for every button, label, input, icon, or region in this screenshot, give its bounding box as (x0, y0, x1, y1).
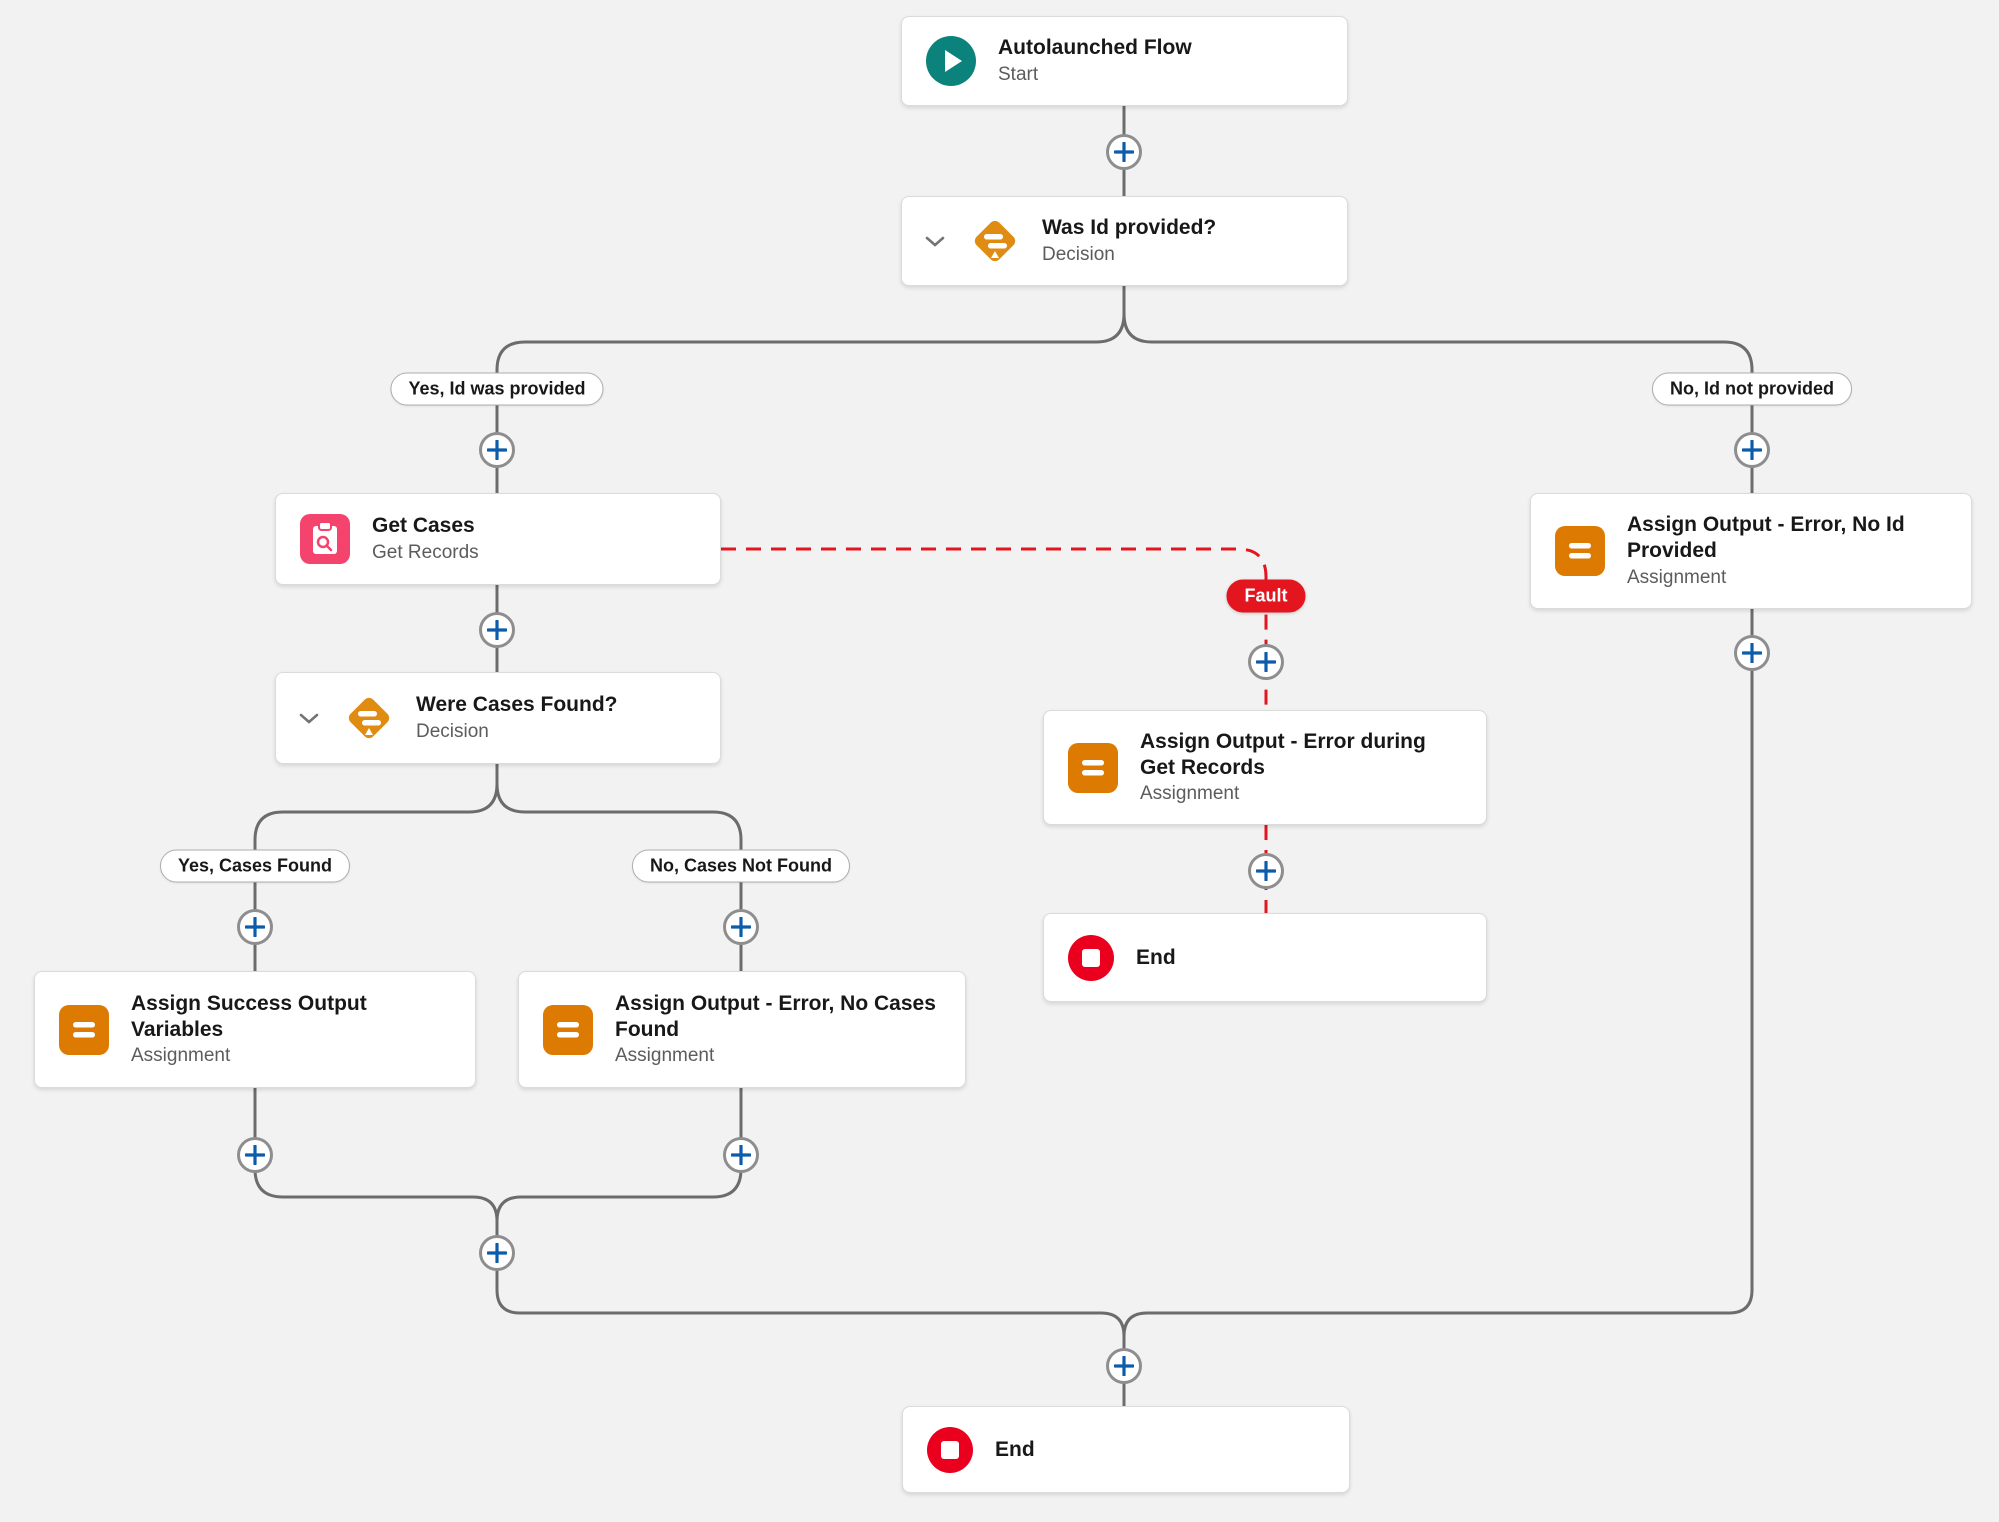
connector-rightbranch-to-end (1122, 609, 1754, 1337)
flow-node-start[interactable]: Autolaunched Flow Start (901, 16, 1348, 106)
node-title: Assign Output - Error during Get Records (1140, 729, 1426, 779)
node-subtitle: Decision (1042, 243, 1115, 265)
node-subtitle: Get Records (372, 541, 479, 563)
connector-merge-left (253, 1088, 499, 1222)
node-subtitle: Start (998, 63, 1039, 85)
plus-icon (731, 1145, 751, 1165)
branch-label-no-id-not-provided: No, Id not provided (1652, 372, 1852, 406)
branch-label-yes-id-provided: Yes, Id was provided (390, 372, 604, 406)
end-icon (1068, 934, 1114, 981)
node-title: End (995, 1437, 1035, 1461)
collapse-toggle[interactable] (296, 713, 322, 724)
branch-label-yes-cases-found: Yes, Cases Found (159, 849, 351, 883)
connector-split-right (1122, 286, 1754, 376)
node-subtitle: Assignment (615, 1045, 715, 1067)
plus-icon (1114, 1356, 1134, 1376)
chevron-down-icon (299, 713, 319, 724)
add-element-button[interactable] (723, 909, 759, 945)
plus-icon (487, 440, 507, 460)
flow-node-end-fault[interactable]: End (1043, 913, 1487, 1002)
flow-node-end-main[interactable]: End (902, 1406, 1350, 1493)
assignment-icon (543, 1004, 593, 1055)
add-element-button[interactable] (237, 1137, 273, 1173)
node-title: Assign Output - Error, No Id Provided (1627, 513, 1905, 563)
play-icon (926, 36, 976, 86)
add-element-button[interactable] (723, 1137, 759, 1173)
node-title: Were Cases Found? (416, 693, 618, 717)
flow-node-get-cases[interactable]: Get Cases Get Records (275, 493, 721, 585)
flow-node-assign-error-no-cases[interactable]: Assign Output - Error, No Cases Found As… (518, 971, 966, 1088)
flow-node-was-id-provided[interactable]: Was Id provided? Decision (901, 196, 1348, 286)
plus-icon (245, 1145, 265, 1165)
connector-merge-right (495, 1088, 743, 1222)
node-title: Assign Success Output Variables (131, 991, 367, 1041)
node-subtitle: Assignment (1140, 783, 1240, 805)
branch-label-no-cases-not-found: No, Cases Not Found (631, 849, 851, 883)
node-title: Get Cases (372, 514, 475, 538)
decision-icon (338, 687, 400, 749)
plus-icon (487, 1243, 507, 1263)
plus-icon (1256, 652, 1276, 672)
connector-split2-left (253, 764, 499, 852)
flow-node-assign-error-no-id[interactable]: Assign Output - Error, No Id Provided As… (1530, 493, 1972, 609)
fault-label: Fault (1226, 579, 1306, 613)
node-title: Was Id provided? (1042, 216, 1217, 240)
plus-icon (731, 917, 751, 937)
assignment-icon (1068, 742, 1118, 793)
node-subtitle: Decision (416, 720, 489, 742)
plus-icon (1114, 142, 1134, 162)
node-subtitle: Assignment (1627, 566, 1727, 588)
add-element-button[interactable] (479, 612, 515, 648)
flow-node-assign-success[interactable]: Assign Success Output Variables Assignme… (34, 971, 476, 1088)
collapse-toggle[interactable] (922, 236, 948, 247)
plus-icon (487, 620, 507, 640)
get-records-icon (300, 514, 350, 564)
node-title: Autolaunched Flow (998, 36, 1192, 60)
plus-icon (1742, 643, 1762, 663)
add-element-button[interactable] (1734, 432, 1770, 468)
flow-node-were-cases-found[interactable]: Were Cases Found? Decision (275, 672, 721, 764)
decision-icon (964, 210, 1026, 272)
add-element-button[interactable] (1248, 853, 1284, 889)
add-element-button[interactable] (1106, 1348, 1142, 1384)
connector-split-left (495, 286, 1126, 376)
node-title: Assign Output - Error, No Cases Found (615, 991, 936, 1041)
assignment-icon (1555, 526, 1605, 576)
assignment-icon (59, 1004, 109, 1055)
plus-icon (1742, 440, 1762, 460)
add-element-button[interactable] (1248, 644, 1284, 680)
plus-icon (1256, 861, 1276, 881)
chevron-down-icon (925, 236, 945, 247)
node-subtitle: Assignment (131, 1045, 231, 1067)
connector-split2-right (495, 764, 743, 852)
fault-connector-path (721, 547, 1268, 710)
add-element-button[interactable] (237, 909, 273, 945)
plus-icon (245, 917, 265, 937)
connector-merge-to-end (495, 1221, 1126, 1406)
add-element-button[interactable] (1734, 635, 1770, 671)
end-icon (927, 1426, 973, 1473)
add-element-button[interactable] (479, 1235, 515, 1271)
add-element-button[interactable] (1106, 134, 1142, 170)
node-title: End (1136, 945, 1176, 969)
add-element-button[interactable] (479, 432, 515, 468)
flow-node-assign-error-get-records[interactable]: Assign Output - Error during Get Records… (1043, 710, 1487, 825)
